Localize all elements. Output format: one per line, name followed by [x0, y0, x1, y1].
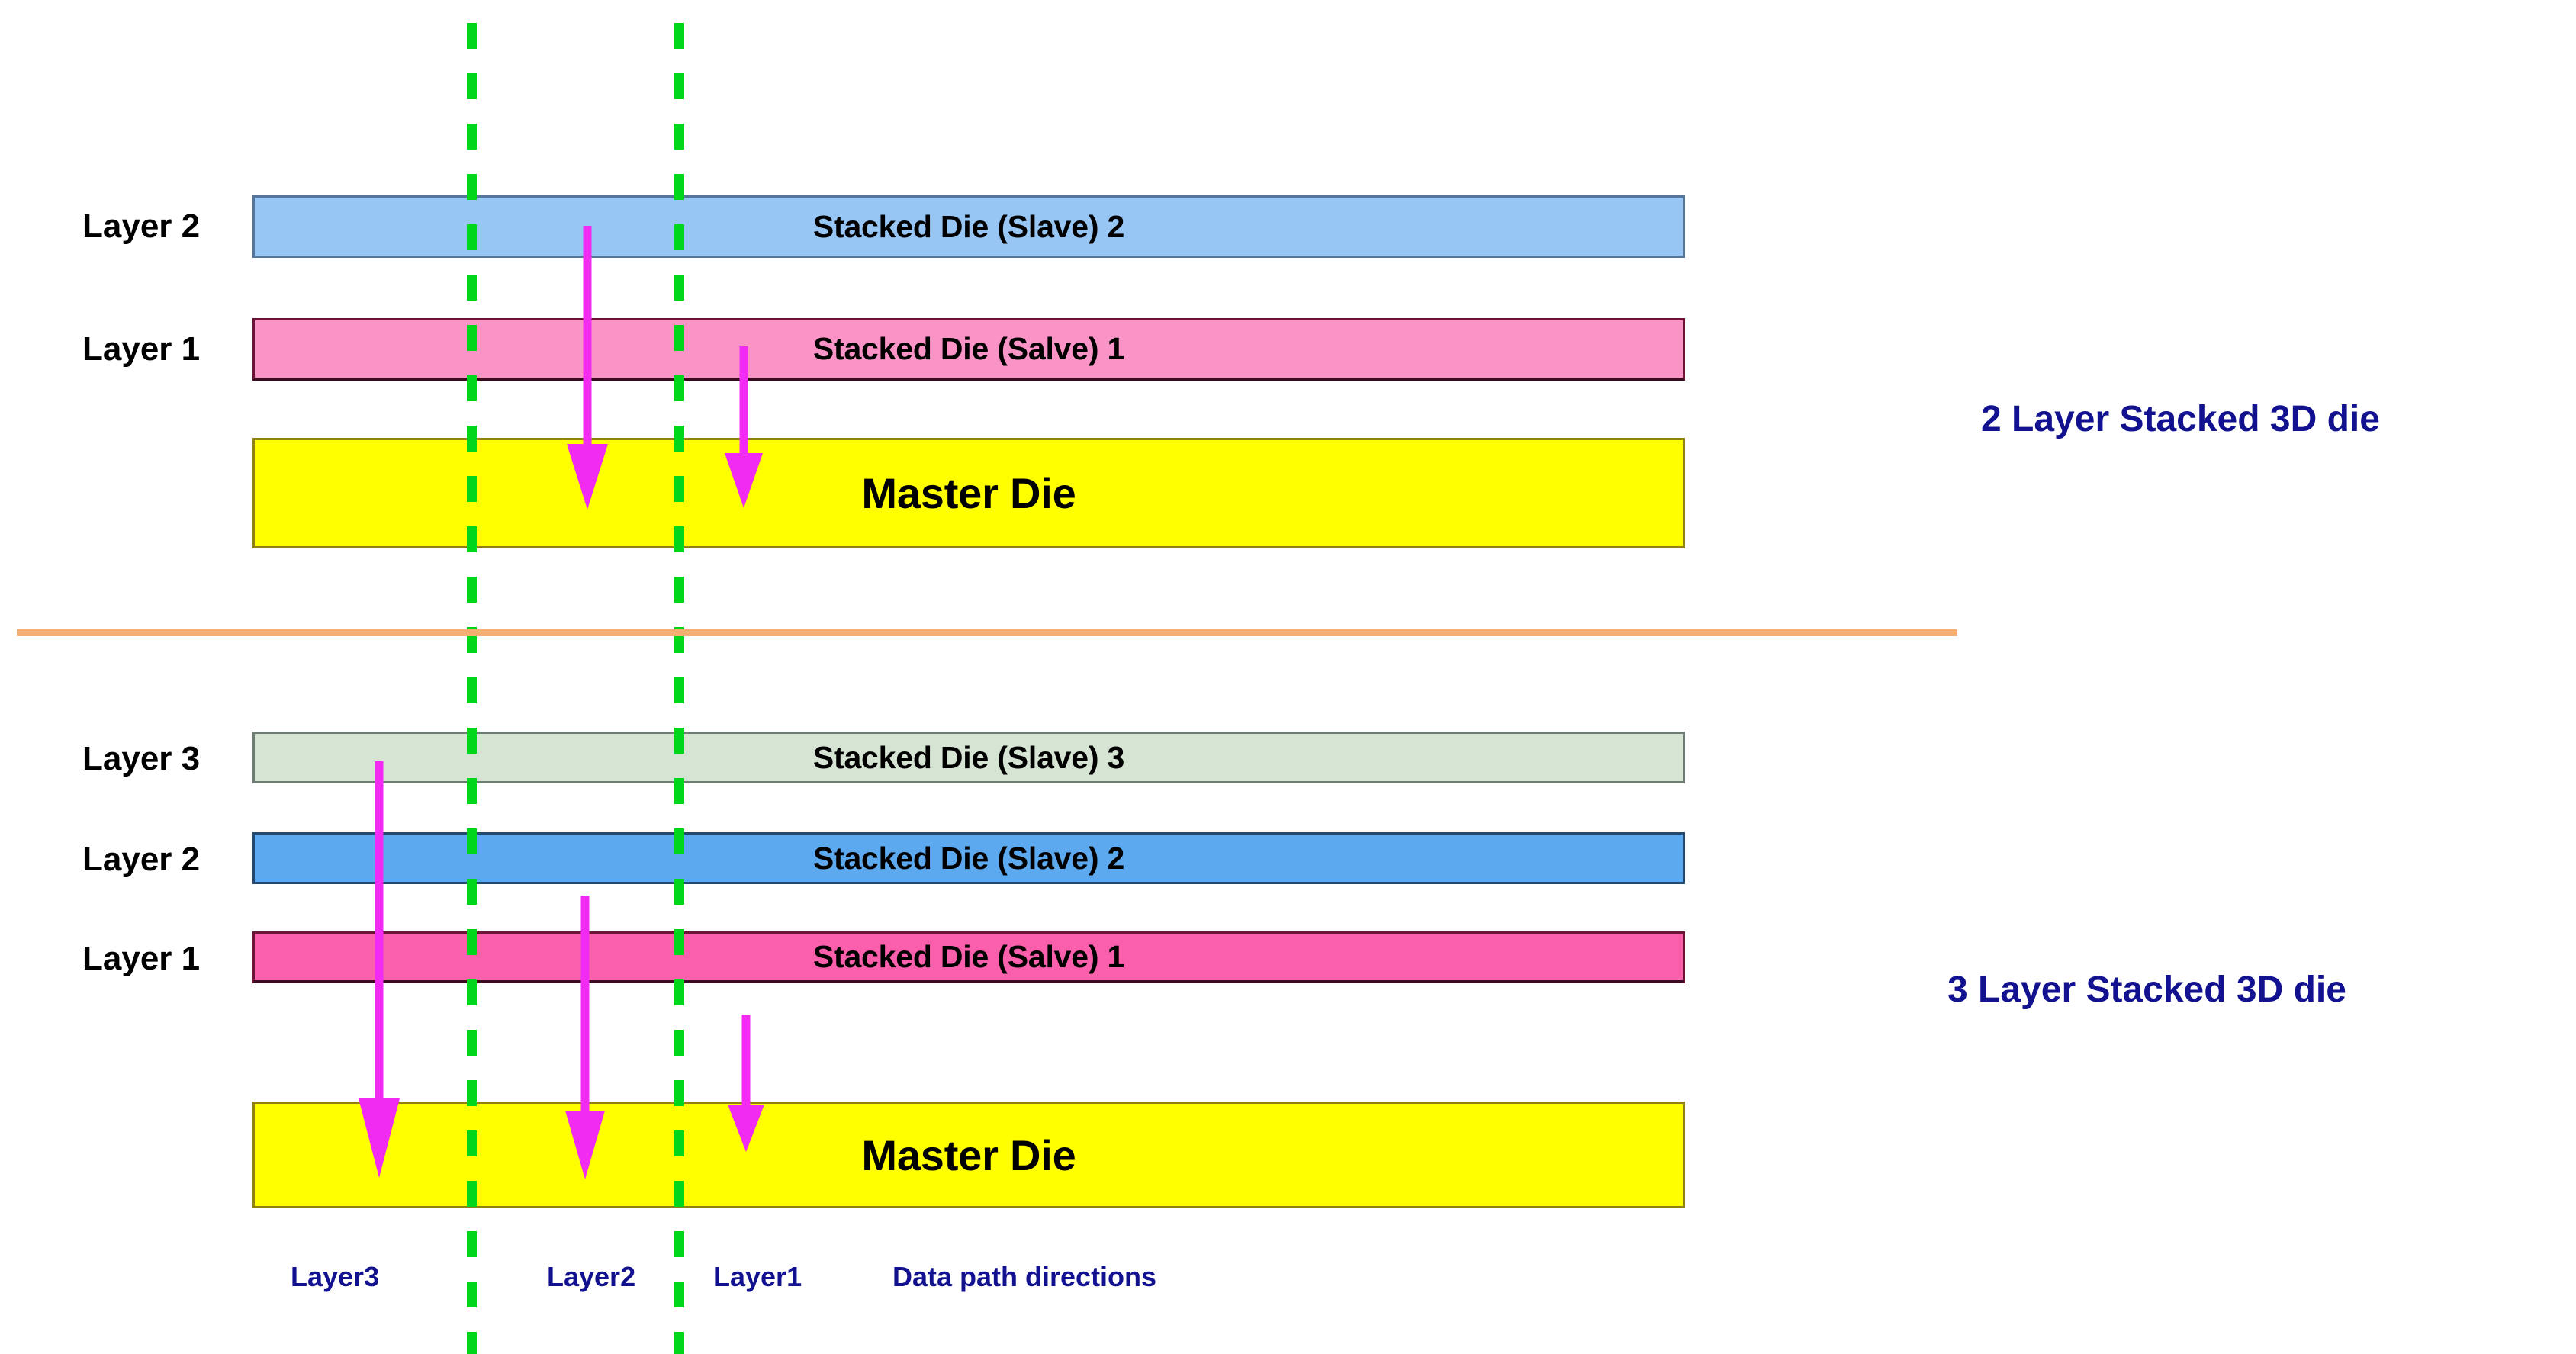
bottom-die-bar-slave-3: Stacked Die (Slave) 3: [252, 732, 1685, 783]
bottom-arrow-layer2-to-master: [565, 896, 605, 1179]
legend-item-layer1: Layer1: [713, 1261, 802, 1292]
bottom-master-die-label: Master Die: [861, 1130, 1076, 1179]
top-section-caption: 2 Layer Stacked 3D die: [1981, 399, 2380, 439]
top-die-bar-slave-2: Stacked Die (Slave) 2: [252, 195, 1685, 258]
top-row-label-layer-2: Layer 2: [82, 207, 201, 245]
bottom-row-label-layer-2: Layer 2: [82, 841, 201, 878]
bottom-row-label-layer-3: Layer 3: [82, 740, 201, 777]
legend-item-layer3: Layer3: [291, 1261, 380, 1292]
legend-item-data-path-directions: Data path directions: [892, 1261, 1157, 1292]
bottom-die-label-slave-2: Stacked Die (Slave) 2: [812, 840, 1125, 876]
bottom-section-caption: 3 Layer Stacked 3D die: [1947, 970, 2346, 1010]
top-arrow-layer2-to-master: [567, 226, 608, 510]
top-master-die-bar: Master Die: [252, 438, 1685, 548]
legend-item-layer2: Layer2: [547, 1261, 636, 1292]
bottom-die-label-slave-3: Stacked Die (Slave) 3: [812, 739, 1125, 775]
bottom-arrow-layer3-to-master: [359, 761, 400, 1178]
top-die-label-slave-1: Stacked Die (Salve) 1: [812, 331, 1125, 366]
guide-line-left-icon: [467, 23, 477, 1354]
top-master-die-label: Master Die: [861, 469, 1076, 517]
bottom-master-die-bar: Master Die: [252, 1102, 1685, 1208]
bottom-die-bar-slave-2: Stacked Die (Slave) 2: [252, 832, 1685, 884]
top-arrow-layer1-to-master: [725, 346, 763, 508]
bottom-die-label-slave-1: Stacked Die (Salve) 1: [812, 939, 1125, 974]
top-die-label-slave-2: Stacked Die (Slave) 2: [812, 208, 1125, 244]
top-row-label-layer-1: Layer 1: [82, 330, 201, 368]
guide-line-right-icon: [674, 23, 684, 1354]
top-die-bar-slave-1: Stacked Die (Salve) 1: [252, 318, 1685, 381]
bottom-row-label-layer-1: Layer 1: [82, 940, 201, 977]
section-divider: [17, 629, 1957, 636]
bottom-die-bar-slave-1: Stacked Die (Salve) 1: [252, 931, 1685, 983]
bottom-arrow-layer1-to-master: [728, 1015, 764, 1152]
